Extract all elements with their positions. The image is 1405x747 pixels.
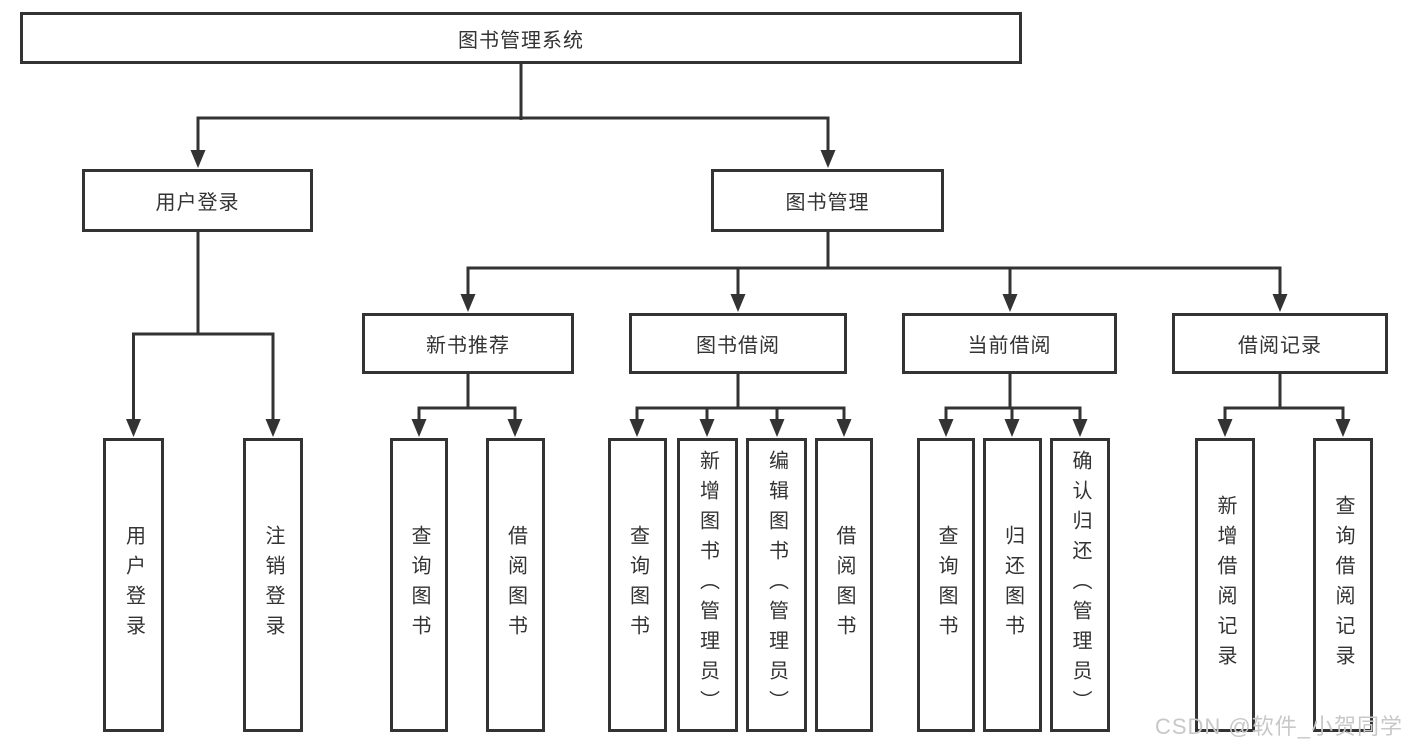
arrowheads bbox=[126, 150, 1351, 437]
node-label: 图书借阅 bbox=[696, 335, 780, 357]
leaf-label: 查询图书 bbox=[626, 525, 649, 645]
node-book-borrowing: 图书借阅 bbox=[629, 313, 847, 374]
leaf-label: 查询图书 bbox=[408, 525, 430, 645]
csdn-watermark: CSDN @软件_小贺同学 bbox=[1154, 714, 1403, 739]
node-label: 新书推荐 bbox=[426, 335, 510, 357]
leaf-label: 借阅图书 bbox=[504, 525, 527, 645]
node-label: 当前借阅 bbox=[967, 335, 1052, 357]
leaf-label: 编辑图书（管理员） bbox=[765, 450, 788, 720]
leaf-recommend-query-books: 查询图书 bbox=[390, 438, 448, 732]
leaf-label: 借阅图书 bbox=[833, 525, 855, 645]
leaf-current-confirm-return-admin: 确认归还（管理员） bbox=[1050, 438, 1110, 732]
node-label: 借阅记录 bbox=[1238, 335, 1322, 357]
leaf-current-return-books: 归还图书 bbox=[983, 438, 1042, 732]
leaf-label: 归还图书 bbox=[1001, 525, 1024, 645]
leaf-label: 新增借阅记录 bbox=[1214, 495, 1236, 675]
node-book-management: 图书管理 bbox=[711, 169, 944, 232]
leaf-records-query-record: 查询借阅记录 bbox=[1313, 438, 1373, 732]
node-label: 图书管理 bbox=[785, 192, 870, 214]
node-label: 图书管理系统 bbox=[458, 29, 584, 52]
leaf-records-add-record: 新增借阅记录 bbox=[1195, 438, 1255, 732]
leaf-borrowing-borrow-books: 借阅图书 bbox=[815, 438, 873, 732]
leaf-label: 确认归还（管理员） bbox=[1069, 450, 1091, 720]
leaf-label: 新增图书（管理员） bbox=[696, 450, 719, 720]
leaf-current-query-books: 查询图书 bbox=[917, 438, 975, 732]
leaf-label: 用户登录 bbox=[122, 525, 145, 645]
node-current-borrowing: 当前借阅 bbox=[902, 313, 1117, 374]
leaf-borrowing-add-books-admin: 新增图书（管理员） bbox=[677, 438, 738, 732]
node-label: 用户登录 bbox=[155, 192, 240, 214]
leaf-label: 查询图书 bbox=[935, 525, 957, 645]
leaf-user-login: 用户登录 bbox=[103, 438, 164, 732]
leaf-recommend-borrow-books: 借阅图书 bbox=[486, 438, 545, 732]
leaf-borrowing-query-books: 查询图书 bbox=[608, 438, 667, 732]
node-library-system: 图书管理系统 bbox=[20, 12, 1022, 64]
leaf-label: 查询借阅记录 bbox=[1332, 495, 1354, 675]
node-new-book-recommend: 新书推荐 bbox=[362, 313, 574, 374]
node-borrowing-records: 借阅记录 bbox=[1172, 313, 1388, 374]
node-user-login: 用户登录 bbox=[82, 169, 313, 232]
leaf-logout: 注销登录 bbox=[243, 438, 303, 732]
leaf-borrowing-edit-books-admin: 编辑图书（管理员） bbox=[746, 438, 807, 732]
tree-edges bbox=[132, 64, 1345, 420]
leaf-label: 注销登录 bbox=[262, 525, 284, 645]
